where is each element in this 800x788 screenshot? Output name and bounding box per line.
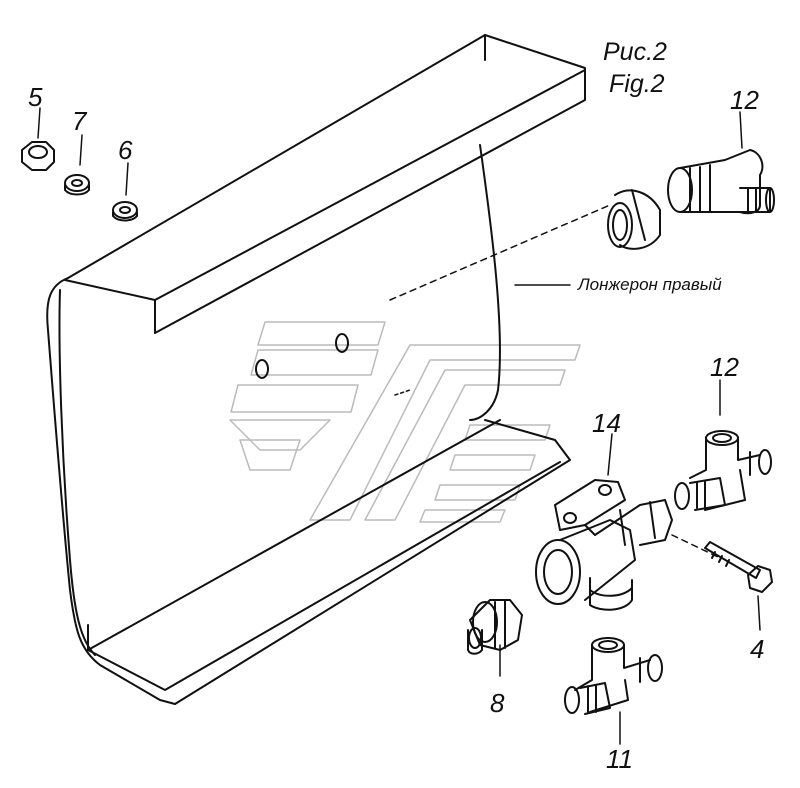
rail-hole	[335, 333, 349, 353]
nut-part-5	[21, 141, 55, 171]
rail-callout-label: Лонжерон правый	[578, 275, 722, 294]
frame-rail-right	[46, 34, 586, 705]
bolt-part-4	[704, 541, 773, 593]
leader-line	[79, 134, 83, 166]
fitting-cap	[607, 189, 661, 250]
spring-washer-part-6	[112, 201, 138, 222]
watermark-logo	[229, 321, 581, 523]
figure-title-en: Fig.2	[609, 70, 665, 98]
leader-line	[607, 433, 613, 476]
part-label-14: 14	[592, 408, 621, 438]
leader-line	[757, 595, 761, 631]
elbow-fitting-part-12	[667, 149, 775, 215]
figure-title-ru: Рис.2	[603, 38, 667, 66]
leader-line	[125, 162, 129, 196]
part-label-11: 11	[606, 744, 633, 774]
part-label-7: 7	[72, 106, 87, 136]
part-label-5: 5	[28, 82, 43, 112]
fitting-part-8	[467, 599, 523, 655]
part-label-8: 8	[490, 688, 505, 718]
tee-fitting-part-11	[564, 637, 663, 715]
part-label-12-top: 12	[730, 85, 759, 115]
part-label-4: 4	[750, 634, 765, 664]
tee-fitting-part-12	[674, 430, 772, 511]
part-label-12-mid: 12	[710, 352, 739, 382]
washer-part-7	[64, 174, 90, 196]
assembly-line	[671, 534, 721, 559]
leader-line	[37, 107, 41, 139]
leader-line	[739, 111, 743, 149]
rail-hole	[255, 359, 269, 379]
part-label-6: 6	[118, 135, 133, 165]
valve-part-14	[535, 479, 673, 611]
assembly-line	[389, 204, 611, 301]
assembly-line	[394, 389, 411, 396]
